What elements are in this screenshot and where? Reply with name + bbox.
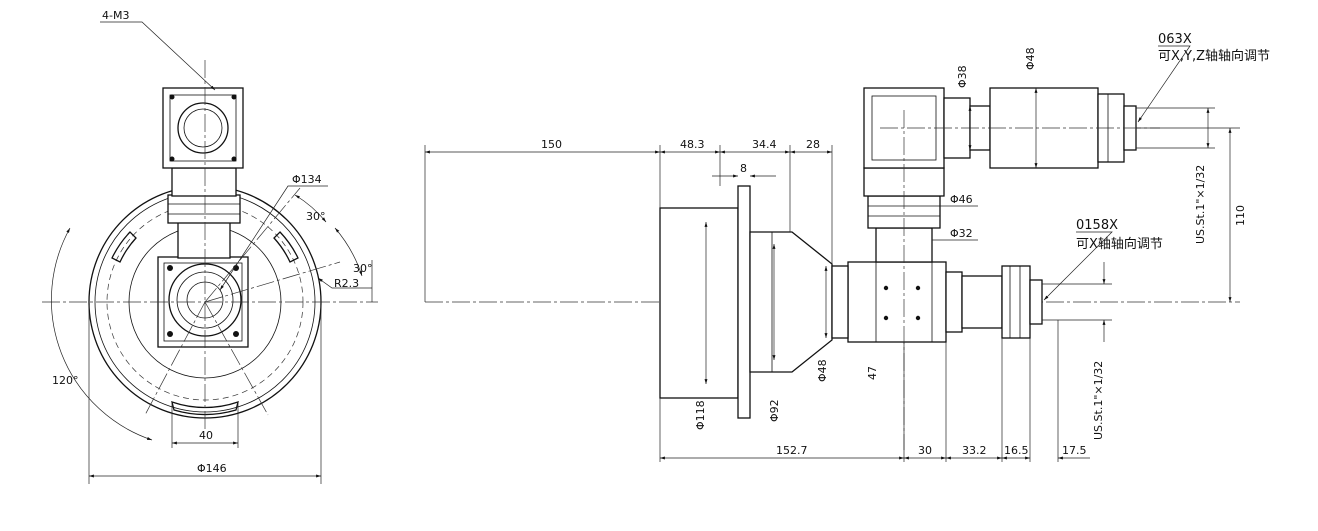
angle-30-b-label: 30° [353, 262, 373, 275]
rear-housing [659, 207, 739, 399]
neck-collar [167, 194, 241, 224]
corner-hole [233, 265, 239, 271]
right-adjuster [1001, 265, 1031, 339]
mount-flange [737, 185, 751, 419]
top-block [162, 87, 244, 169]
front-view: 4-M3 Φ134 30° 30° R2.3 120° 40 Φ146 [42, 9, 378, 484]
dim-150-label: 150 [541, 138, 562, 151]
dim-16-5-label: 16.5 [1004, 444, 1029, 457]
dim-152-7-label: 152.7 [776, 444, 808, 457]
outer-dia-label: Φ146 [197, 462, 227, 475]
bottom-code-label: 0158X [1076, 218, 1118, 233]
beam-splitter-cube [847, 261, 947, 343]
dia-48-low-label: Φ48 [816, 359, 829, 382]
neck-ring [171, 167, 237, 197]
top-note-label: 可X,Y,Z轴轴向调节 [1158, 48, 1270, 64]
slot-bottom [171, 400, 239, 416]
dim-30-label: 30 [918, 444, 932, 457]
neck [177, 221, 231, 259]
slot-right [273, 231, 299, 263]
angle-120-label: 120° [52, 374, 79, 387]
corner-hole [233, 331, 239, 337]
side-view: 150 48.3 34.4 28 8 Φ118 Φ92 Φ48 47 Φ38 Φ… [424, 32, 1270, 462]
dim-8-label: 8 [740, 162, 747, 175]
radius-label: R2.3 [334, 277, 359, 290]
dim-17-5-label: 17.5 [1062, 444, 1087, 457]
bolt-circle-dia-label: Φ134 [292, 173, 322, 186]
cone-adapter [749, 231, 833, 373]
thread-bottom-label: US.St.1"×1/32 [1092, 361, 1105, 440]
dim-110-label: 110 [1234, 205, 1247, 226]
angle-30-a-label: 30° [306, 210, 326, 223]
corner-hole [167, 331, 173, 337]
thread-callout-label: 4-M3 [102, 9, 129, 22]
right-tube [961, 275, 1003, 329]
dim-28-label: 28 [806, 138, 820, 151]
dia-46-label: Φ46 [950, 193, 973, 206]
thread-top-label: US.St.1"×1/32 [1194, 165, 1207, 244]
top-code-label: 063X [1158, 32, 1192, 47]
bottom-note-label: 可X轴轴向调节 [1076, 236, 1163, 252]
dia-38-label: Φ38 [956, 65, 969, 88]
dia-92-label: Φ92 [768, 399, 781, 422]
dim-48-3-label: 48.3 [680, 138, 705, 151]
dim-34-4-label: 34.4 [752, 138, 777, 151]
dim-47-label: 47 [866, 366, 879, 380]
slot-width-label: 40 [199, 429, 213, 442]
corner-hole [167, 265, 173, 271]
dia-118-label: Φ118 [694, 400, 707, 430]
dia-32-label: Φ32 [950, 227, 973, 240]
dia-48-top-label: Φ48 [1024, 47, 1037, 70]
dim-33-2-label: 33.2 [962, 444, 987, 457]
top-block-bore [177, 102, 229, 154]
